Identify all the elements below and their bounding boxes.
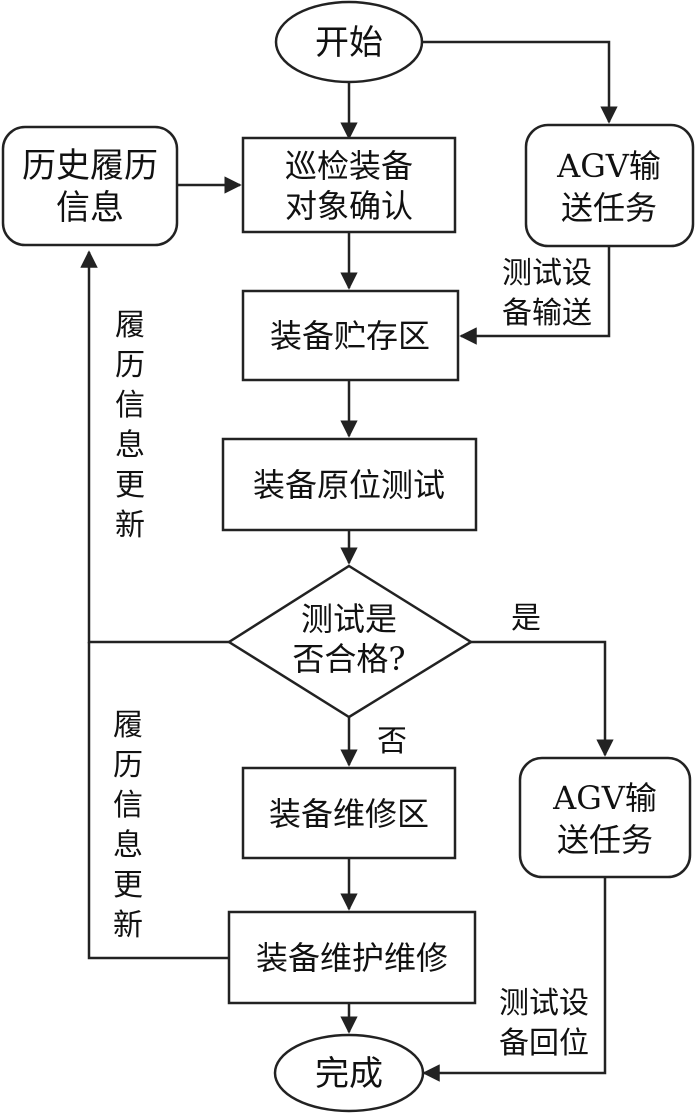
maintenance-label: 装备维护维修 — [256, 939, 448, 977]
done-node: 完成 — [273, 1033, 425, 1113]
update-lower-char: 履 — [113, 708, 143, 743]
history-node: 历史履历 信息 — [1, 125, 179, 247]
inspect-label-line2: 对象确认 — [285, 187, 413, 225]
repair-area-box — [241, 766, 457, 860]
update-lower-char: 新 — [113, 908, 143, 943]
history-box — [1, 125, 179, 247]
edge-maintenance-update-loop — [87, 642, 229, 960]
inspect-node: 巡检装备 对象确认 — [241, 136, 457, 234]
agv-top-label-line2: 送任务 — [561, 189, 657, 227]
transport-label-line1: 测试设 — [502, 256, 592, 291]
maintenance-box — [227, 910, 477, 1005]
storage-label: 装备贮存区 — [270, 317, 430, 355]
agv-bottom-box — [518, 756, 692, 879]
yes-label: 是 — [511, 601, 541, 636]
edge-agv-bottom-to-done — [422, 877, 607, 1082]
edge-decision-to-agv-bottom — [471, 640, 614, 757]
update-label-upper: 履 历 信 息 更 新 — [115, 308, 145, 543]
storage-box — [241, 289, 460, 382]
no-label: 否 — [377, 724, 407, 759]
edge-agv-top-to-storage — [459, 246, 611, 345]
repair-area-label: 装备维修区 — [269, 795, 429, 833]
update-lower-char: 息 — [113, 828, 143, 863]
edge-start-to-agv-top — [422, 40, 618, 124]
inspect-box — [241, 136, 457, 234]
agv-top-box — [524, 123, 695, 248]
return-label-line2: 备回位 — [499, 1026, 589, 1061]
agv-bottom-label-line1: AGV输 — [552, 779, 657, 817]
maintenance-node: 装备维护维修 — [227, 910, 477, 1005]
inspect-label-line1: 巡检装备 — [285, 147, 413, 185]
decision-label-line2: 否合格? — [292, 640, 405, 678]
update-upper-char: 信 — [115, 388, 145, 423]
insitu-test-box — [221, 437, 478, 532]
decision-node: 测试是 否合格? — [226, 564, 474, 719]
start-label: 开始 — [315, 23, 383, 63]
agv-top-node: AGV输 送任务 — [524, 123, 695, 248]
start-ellipse — [274, 0, 424, 84]
decision-label-line1: 测试是 — [301, 600, 397, 638]
transport-label-line2: 备输送 — [502, 296, 592, 331]
done-label: 完成 — [315, 1054, 383, 1094]
edge-decision-to-history — [80, 250, 229, 644]
agv-bottom-label-line2: 送任务 — [557, 821, 653, 859]
update-upper-char: 新 — [115, 508, 145, 543]
done-ellipse — [273, 1033, 425, 1113]
storage-node: 装备贮存区 — [241, 289, 460, 382]
start-node: 开始 — [274, 0, 424, 84]
decision-diamond — [226, 564, 474, 719]
update-upper-char: 更 — [115, 468, 145, 503]
edges — [80, 40, 618, 1082]
update-lower-char: 历 — [113, 748, 143, 783]
update-lower-char: 信 — [113, 788, 143, 823]
update-upper-char: 历 — [115, 348, 145, 383]
agv-top-label-line1: AGV输 — [556, 147, 661, 185]
return-label-line1: 测试设 — [499, 986, 589, 1021]
repair-area-node: 装备维修区 — [241, 766, 457, 860]
update-label-lower: 履 历 信 息 更 新 — [113, 708, 143, 943]
history-label-line2: 信息 — [56, 188, 124, 228]
history-label-line1: 历史履历 — [22, 146, 158, 186]
agv-bottom-node: AGV输 送任务 — [518, 756, 692, 879]
update-upper-char: 履 — [115, 308, 145, 343]
update-lower-char: 更 — [113, 868, 143, 903]
update-upper-char: 息 — [115, 428, 145, 463]
insitu-test-label: 装备原位测试 — [253, 466, 445, 504]
insitu-test-node: 装备原位测试 — [221, 437, 478, 532]
